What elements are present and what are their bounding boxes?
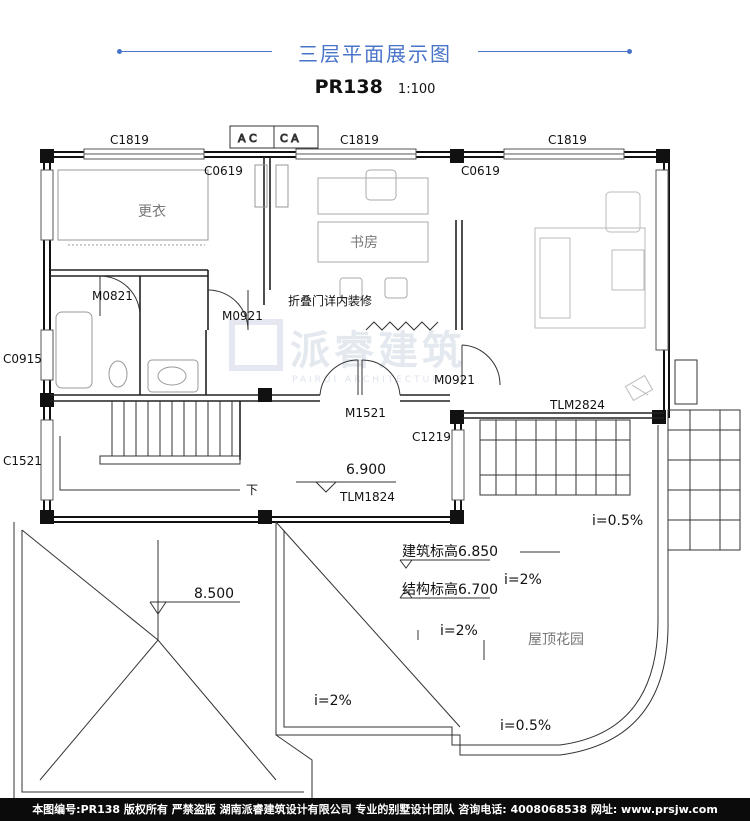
slope-label-c: i=2% <box>314 693 352 709</box>
page-title: 三层平面展示图 <box>298 42 452 66</box>
door-label-balcony: TLM2824 <box>549 398 605 412</box>
interior-walls <box>50 157 664 460</box>
window-label-inner-right: C0619 <box>461 164 500 178</box>
structure-elevation: 结构标高6.700 <box>402 581 498 598</box>
bedroom-furniture <box>534 191 654 402</box>
footer-bar: 本图编号:PR138 版权所有 严禁盗版 湖南派睿建筑设计有限公司 专业的别墅设… <box>0 798 750 821</box>
pergola <box>479 409 741 551</box>
lower-roof <box>13 522 313 801</box>
watermark-sub: PAIRUI ARCHITECTURE <box>292 375 450 385</box>
ac-units: A C C A <box>229 125 698 405</box>
plan-heading: PR138 1:100 <box>0 76 750 98</box>
room-study: 书房 <box>350 235 378 251</box>
svg-text:A C: A C <box>238 132 257 145</box>
door-label-bath: M0821 <box>92 289 133 303</box>
door-label-study: M0921 <box>222 309 263 323</box>
bathroom-fixtures <box>55 311 199 393</box>
door-swings <box>99 275 501 396</box>
room-roof-garden: 屋顶花园 <box>528 632 584 648</box>
closet-fixtures <box>57 164 289 246</box>
window-label-corridor: C1219 <box>412 430 451 444</box>
title-dot-left <box>117 49 122 54</box>
roof-elevation: 8.500 <box>194 586 234 602</box>
study-furniture <box>317 169 429 299</box>
stairs <box>59 401 241 491</box>
window-label-inner-left: C0619 <box>204 164 243 178</box>
watermark-logo-icon <box>229 319 283 371</box>
door-label-bedroom: M0921 <box>434 373 475 387</box>
slope-label-a: i=2% <box>504 572 542 588</box>
window-label-side-lower: C1521 <box>3 454 42 468</box>
plan-scale: 1:100 <box>397 82 436 97</box>
door-label-terrace: TLM1824 <box>339 490 395 504</box>
title-rule-left <box>120 51 272 52</box>
svg-text:C A: C A <box>280 132 299 145</box>
watermark: 派睿建筑 PAIRUI ARCHITECTURE <box>229 319 466 385</box>
stair-down-label: 下 <box>246 483 258 497</box>
roof-garden-outline <box>275 418 669 756</box>
title-dot-right <box>627 49 632 54</box>
window-label-top-mid: C1819 <box>340 133 379 147</box>
floor-elevation: 6.900 <box>346 462 386 478</box>
slope-label-e: i=0.5% <box>500 718 551 734</box>
window-label-side-upper: C0915 <box>3 352 42 366</box>
building-elevation: 建筑标高6.850 <box>402 543 498 560</box>
window-label-top-left: C1819 <box>110 133 149 147</box>
folding-door-note: 折叠门详内装修 <box>288 293 372 308</box>
slope-label-b: i=2% <box>440 623 478 639</box>
plan-code: PR138 <box>314 76 383 98</box>
title-rule-right <box>478 51 630 52</box>
window-label-top-right: C1819 <box>548 133 587 147</box>
elevation-markers <box>149 481 560 660</box>
slope-label-d: i=0.5% <box>592 513 643 529</box>
windows <box>40 148 669 501</box>
room-closet: 更衣 <box>138 204 166 220</box>
door-label-hall: M1521 <box>345 406 386 420</box>
watermark-main: 派睿建筑 <box>290 328 466 374</box>
